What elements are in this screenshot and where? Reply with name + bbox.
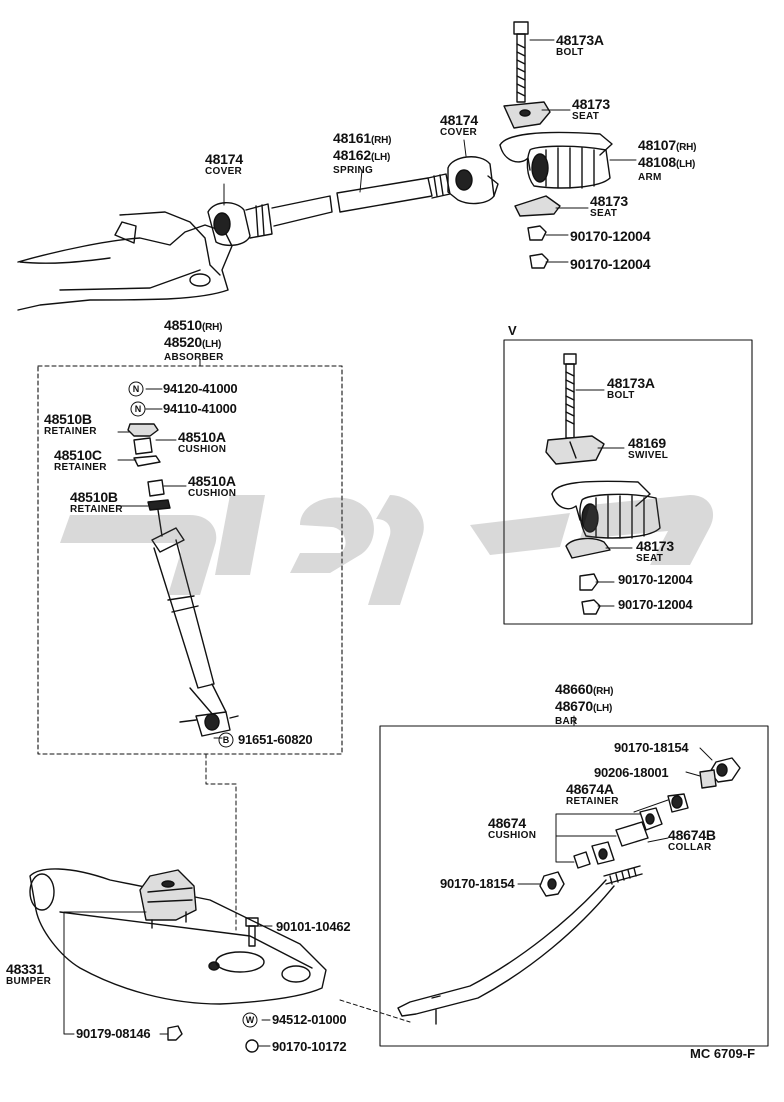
bar-components — [397, 757, 741, 1025]
label-washer-94512: 94512-01000 — [272, 1012, 347, 1027]
variant-box — [503, 339, 753, 625]
arm-part — [499, 131, 613, 189]
absorber-box — [37, 365, 343, 755]
upper-arm-frame — [17, 211, 233, 311]
cover-left-part — [207, 202, 273, 247]
dashed-link — [205, 753, 237, 931]
label-bar-washer: 90206-18001 — [594, 765, 669, 780]
label-variant: V — [508, 323, 517, 338]
cover-right-part — [447, 156, 499, 205]
label-absorber: 48510(RH)48520(LH)ABSORBER — [164, 317, 224, 363]
label-n-nut-1: 94120-41000 — [163, 381, 238, 396]
nut-top-2 — [529, 253, 549, 269]
variant-leaders — [575, 389, 633, 607]
label-nut-90170: 90170-10172 — [272, 1039, 347, 1054]
label-nut-90179: 90179-08146 — [76, 1026, 151, 1041]
callout-w: W — [246, 1015, 255, 1025]
callout-b: B — [223, 735, 230, 745]
callout-circles-low — [242, 1012, 258, 1028]
lower-fasteners — [167, 917, 259, 1053]
label-bar: 48660(RH)48670(LH)BAR — [555, 681, 614, 727]
label-arm: 48107(RH)48108(LH)ARM — [638, 137, 697, 183]
reference-code: MC 6709-F — [690, 1046, 756, 1061]
label-bar-nut-top: 90170-18154 — [614, 740, 689, 755]
seat-mid-part — [514, 195, 561, 217]
nut-top-1 — [527, 225, 547, 241]
bar-leaders — [517, 747, 713, 885]
absorber-components — [127, 423, 239, 737]
label-bar-nut-bot: 90170-18154 — [440, 876, 515, 891]
leader-lines-top — [223, 39, 637, 263]
variant-components — [545, 353, 661, 615]
callout-circles-abs — [128, 381, 234, 748]
label-n-nut-2: 94110-41000 — [163, 401, 237, 416]
label-nut-top-1: 90170-12004 — [570, 228, 651, 244]
seat-top-part — [503, 101, 551, 129]
bolt-top-part — [513, 21, 529, 103]
label-spring: 48161(RH)48162(LH)SPRING — [333, 130, 392, 176]
callout-n-2: N — [135, 404, 142, 414]
lower-arm-part — [29, 868, 327, 1005]
absorber-leaders — [117, 388, 223, 739]
label-nut-top-2: 90170-12004 — [570, 256, 651, 272]
label-b-bolt: 91651-60820 — [238, 732, 313, 747]
label-v-nut-2: 90170-12004 — [618, 597, 693, 612]
bar-box — [379, 725, 769, 1047]
watermark-logo — [60, 495, 714, 605]
label-bolt-90101: 90101-10462 — [276, 919, 351, 934]
torsion-spring-part — [271, 173, 451, 227]
lower-leaders — [63, 911, 411, 1047]
callout-n-1: N — [133, 384, 140, 394]
label-v-nut-1: 90170-12004 — [618, 572, 693, 587]
